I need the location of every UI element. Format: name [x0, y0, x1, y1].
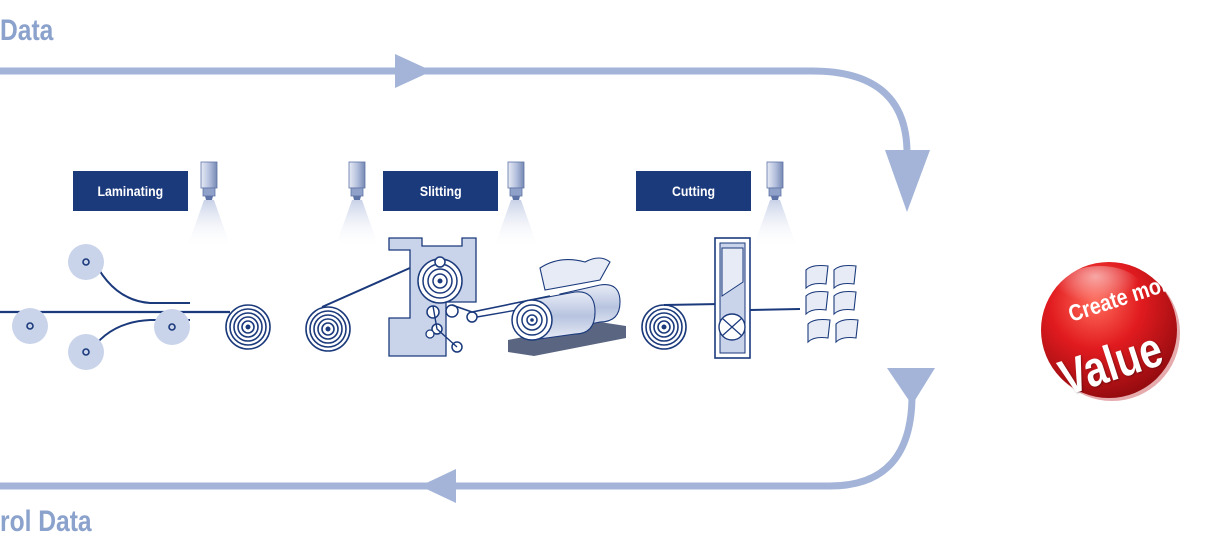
cutting-camera-icon [753, 161, 797, 248]
bottom-flow-label: rol Data [0, 505, 92, 538]
slitting-camera-left-icon [335, 161, 379, 248]
laminating-label-text: Laminating [97, 183, 164, 199]
slit-rolls [508, 257, 626, 356]
value-badge-icon [1041, 262, 1180, 401]
laminating-label: Laminating [73, 171, 188, 211]
top-flow-arrow [0, 54, 930, 212]
slitting-camera-right-icon [494, 161, 538, 248]
cutting-machine [641, 237, 801, 359]
cut-sheets [805, 264, 859, 344]
slitting-label: Slitting [383, 171, 498, 211]
cutting-label-text: Cutting [671, 183, 716, 199]
laminating-machine [0, 244, 271, 370]
slitting-label-text: Slitting [419, 183, 462, 199]
bottom-flow-arrow [0, 368, 935, 503]
slitting-machine [305, 237, 551, 357]
top-flow-label: Data [0, 14, 54, 47]
cutting-label: Cutting [636, 171, 751, 211]
laminating-camera-icon [187, 161, 231, 248]
